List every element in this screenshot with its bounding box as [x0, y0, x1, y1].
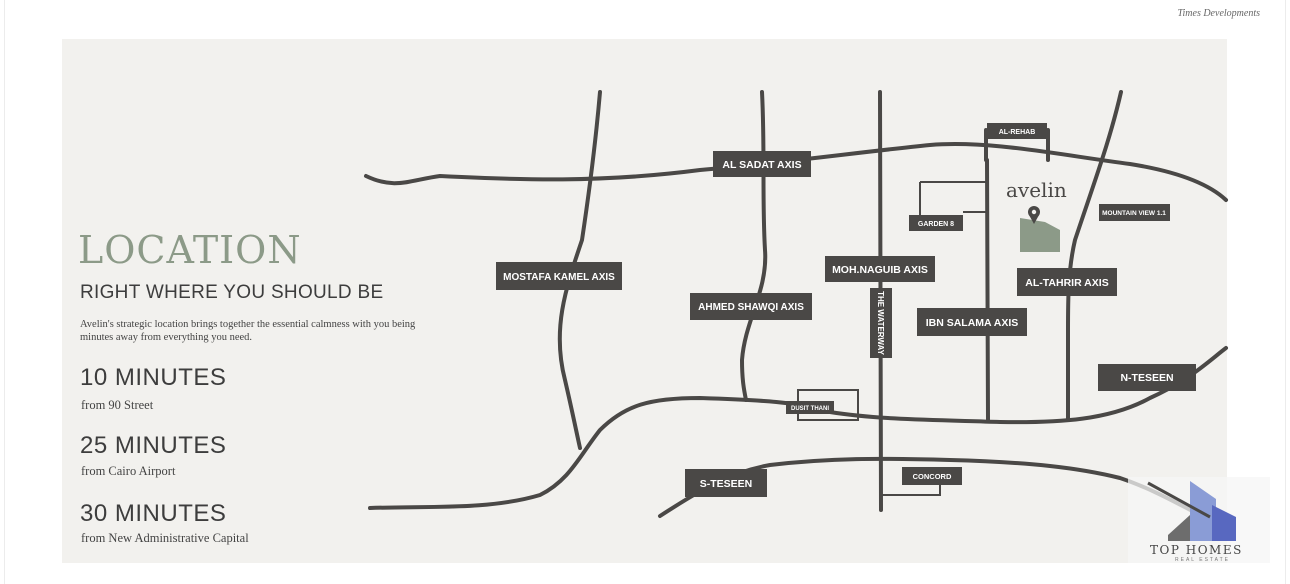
label-n-teseen: N-TESEEN [1120, 372, 1173, 384]
stat-value-90-street: 10 MINUTES [80, 364, 227, 391]
stat-note-new-capital: from New Administrative Capital [81, 531, 249, 545]
label-ahmed-shawqi-axis: AHMED SHAWQI AXIS [698, 302, 804, 313]
watermark-box [1128, 477, 1270, 563]
label-concord: CONCORD [913, 472, 952, 481]
section-subtitle: RIGHT WHERE YOU SHOULD BE [80, 282, 384, 303]
label-s-teseen: S-TESEEN [700, 478, 753, 490]
watermark-tagline: REAL ESTATE [1175, 557, 1230, 563]
stat-value-cairo-airport: 25 MINUTES [80, 432, 227, 459]
label-garden-8: GARDEN 8 [918, 221, 954, 228]
label-ibn-salama-axis: IBN SALAMA AXIS [926, 317, 1019, 329]
section-title: LOCATION [78, 228, 302, 272]
label-al-rehab: AL-REHAB [999, 129, 1036, 136]
label-mostafa-kamel-axis: MOSTAFA KAMEL AXIS [503, 272, 615, 283]
road-ibn-salama [985, 158, 990, 422]
road-al-rehab-link [984, 128, 1050, 162]
brand-name: Times Developments [1177, 8, 1261, 19]
label-mountain-view: MOUNTAIN VIEW 1.1 [1102, 210, 1166, 217]
stat-note-90-street: from 90 Street [81, 398, 154, 412]
road-teseen-main [368, 346, 1228, 510]
label-the-waterway: THE WATERWAY [876, 291, 885, 356]
stat-note-cairo-airport: from Cairo Airport [81, 464, 176, 478]
road-ahmed-shawqi [739, 90, 768, 402]
avelin-plot [1020, 218, 1060, 252]
garden-8-connector [919, 181, 986, 220]
label-dusit-thani: DUSIT THANI [791, 406, 829, 412]
project-name: avelin [1006, 178, 1067, 202]
stat-value-new-capital: 30 MINUTES [80, 500, 227, 527]
label-moh-naguib-axis: MOH.NAGUIB AXIS [832, 264, 928, 276]
road-al-tahrir [1066, 90, 1123, 422]
top-homes-logo-icon [1147, 481, 1236, 541]
label-al-sadat-axis: AL SADAT AXIS [722, 159, 801, 171]
watermark-name: TOP HOMES [1150, 543, 1243, 557]
road-al-sadat [364, 142, 1228, 202]
page-frame [4, 0, 1286, 584]
label-al-tahrir-axis: AL-TAHRIR AXIS [1025, 277, 1108, 289]
section-description: Avelin's strategic location brings toget… [80, 319, 416, 343]
